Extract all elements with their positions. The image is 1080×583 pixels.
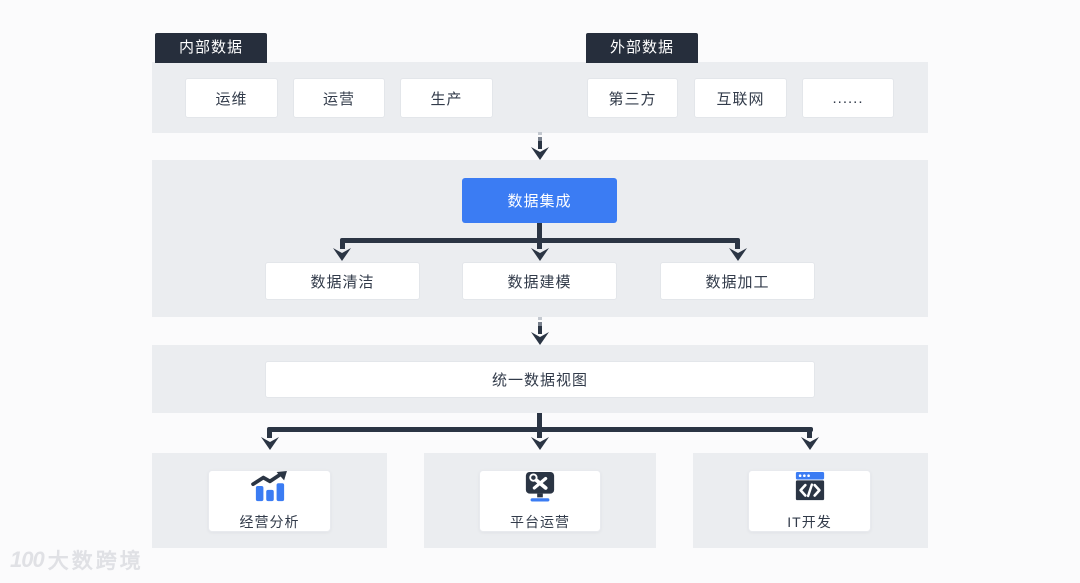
source-data-band	[152, 62, 928, 133]
app-card-label: 经营分析	[239, 513, 300, 530]
monitor-tools-icon	[519, 471, 561, 508]
source-box-ops-maintenance: 运维	[185, 78, 278, 118]
source-box-production: 生产	[400, 78, 493, 118]
unified-view-node: 统一数据视图	[265, 361, 815, 398]
processing-node-cleaning: 数据清洁	[265, 262, 420, 300]
source-box-third-party: 第三方	[587, 78, 678, 118]
internal-data-tag: 内部数据	[155, 33, 268, 63]
processing-node-modeling: 数据建模	[462, 262, 617, 300]
source-box-more: ......	[802, 78, 894, 118]
integration-node: 数据集成	[462, 178, 617, 223]
watermark: 100 大数跨境	[10, 545, 144, 575]
external-data-tag: 外部数据	[586, 33, 699, 63]
bar-chart-trend-icon	[249, 470, 291, 508]
app-card-label: 平台运营	[510, 513, 570, 530]
source-box-internet: 互联网	[694, 78, 787, 118]
processing-node-machining: 数据加工	[660, 262, 815, 300]
code-window-icon	[789, 471, 831, 508]
watermark-text: 大数跨境	[47, 550, 144, 573]
watermark-logo: 100	[10, 547, 45, 572]
source-box-operations: 运营	[293, 78, 385, 118]
app-card-platform-operations: 平台运营	[479, 470, 601, 532]
app-card-business-analysis: 经营分析	[208, 470, 331, 532]
app-card-label: IT开发	[787, 513, 832, 530]
app-card-it-development: IT开发	[748, 470, 871, 532]
